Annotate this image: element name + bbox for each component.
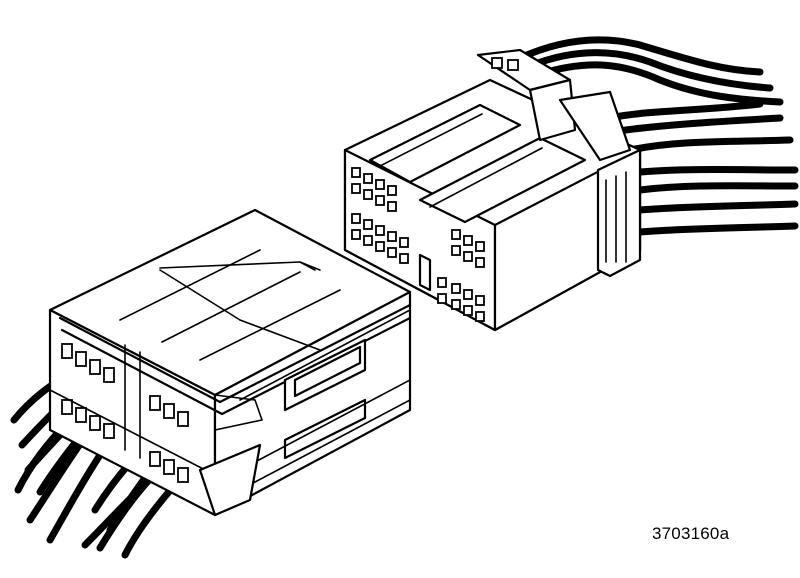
male-connector-icon xyxy=(343,36,799,332)
figure-number: 3703160a xyxy=(652,524,730,543)
cavity-grid-lower xyxy=(437,229,485,322)
cavity-grid-upper xyxy=(351,167,409,264)
cavity-grid-front xyxy=(61,343,189,483)
female-connector-icon xyxy=(10,208,412,559)
wire-harness-icon xyxy=(516,36,799,236)
